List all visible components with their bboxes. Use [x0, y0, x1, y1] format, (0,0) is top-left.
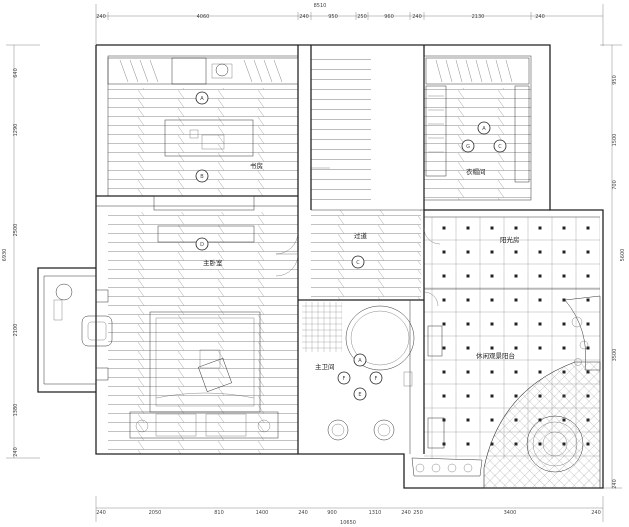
top-dim-5: 250	[357, 14, 367, 20]
svg-text:D: D	[200, 242, 204, 248]
top-dim-7: 240	[412, 14, 422, 20]
bedroom-floor-lower	[108, 304, 298, 454]
svg-text:F: F	[343, 376, 346, 382]
left-dim-6: 240	[13, 447, 19, 457]
room-label-sunroom: 阳光房	[500, 235, 520, 244]
bottom-dimension-chain: 10650 240 2050 810 1400 240 900 1310 240…	[95, 496, 604, 526]
top-dim-9: 240	[535, 14, 545, 20]
top-total-dim: 8510	[314, 3, 327, 9]
top-dim-4: 950	[328, 14, 338, 20]
room-label-bathroom: 主卫间	[315, 362, 335, 371]
bedroom-floor-upper	[108, 212, 298, 304]
bottom-dim-9: 250	[413, 510, 423, 516]
top-dim-3: 240	[299, 14, 309, 20]
top-dim-2: 4060	[197, 14, 210, 20]
right-dim-2: 1500	[612, 134, 618, 147]
view-marker-bathroom: A F F E	[337, 353, 383, 401]
right-dim-4: 3500	[612, 349, 618, 362]
svg-text:A: A	[200, 96, 204, 102]
room-label-terrace: 休闲观景阳台	[476, 351, 515, 360]
bottom-dim-1: 240	[96, 510, 106, 516]
view-marker-dressing: A G C	[461, 121, 507, 153]
svg-text:G: G	[466, 144, 470, 150]
left-dim-2: 1290	[13, 124, 19, 137]
bottom-dim-11: 240	[591, 510, 601, 516]
bottom-dim-3: 810	[214, 510, 224, 516]
stairwell	[311, 56, 371, 206]
corridor-floor	[311, 210, 421, 300]
top-dim-6: 960	[384, 14, 394, 20]
room-label-study: 书房	[250, 161, 263, 170]
doors	[275, 167, 441, 307]
room-label-corridor: 过道	[354, 231, 368, 240]
shower-floor	[302, 302, 342, 352]
left-dim-1: 640	[13, 68, 19, 78]
right-dimension-chain: 5600 950 1500 700 3500 240	[600, 44, 626, 489]
right-dim-5: 240	[612, 479, 618, 489]
bottom-total-dim: 10650	[340, 520, 356, 526]
bottom-dim-8: 240	[401, 510, 411, 516]
bed	[129, 311, 279, 439]
svg-text:F: F	[375, 376, 378, 382]
armchair	[53, 283, 113, 347]
study-desk	[164, 119, 254, 157]
right-total-dim: 5600	[620, 249, 626, 262]
dressing-floor	[424, 88, 531, 200]
sunroom-floor	[424, 217, 600, 289]
terrace-cabinets	[427, 325, 445, 449]
bottom-dim-2: 2050	[149, 510, 162, 516]
room-label-bedroom: 主卧室	[203, 258, 223, 267]
room-label-dressing: 衣帽间	[466, 167, 486, 176]
planters	[411, 295, 601, 477]
walls	[37, 44, 604, 489]
bottom-dim-6: 900	[327, 510, 337, 516]
svg-text:E: E	[358, 392, 361, 398]
study-wardrobe	[107, 57, 299, 85]
bottom-dim-5: 240	[298, 510, 308, 516]
view-marker-study: A B	[195, 91, 209, 183]
terrace-paving	[483, 361, 601, 489]
bottom-dim-10: 3400	[504, 510, 517, 516]
svg-text:C: C	[356, 260, 360, 266]
left-total-dim: 6930	[2, 249, 8, 262]
vanity-sinks	[327, 371, 413, 441]
top-dim-1: 240	[96, 14, 106, 20]
right-dim-1: 950	[612, 75, 618, 85]
bottom-dim-4: 1400	[256, 510, 269, 516]
top-dimension-chain: 8510 240 4060 240 950 250 960 240 2130 2…	[95, 3, 604, 46]
top-dim-8: 2130	[472, 14, 485, 20]
right-dim-3: 700	[612, 180, 618, 190]
svg-text:C: C	[498, 144, 502, 150]
left-dim-4: 2100	[13, 324, 19, 337]
view-marker-corridor: C	[351, 255, 365, 269]
left-dimension-chain: 6930 640 1290 2500 2100 1380 240	[2, 44, 40, 459]
left-dim-5: 1380	[13, 404, 19, 417]
svg-text:A: A	[358, 358, 362, 364]
bathtub	[345, 305, 415, 371]
dressing-wardrobe	[425, 57, 530, 183]
svg-text:A: A	[482, 126, 486, 132]
bottom-dim-7: 1310	[369, 510, 382, 516]
view-marker-bedroom: D	[195, 237, 209, 251]
svg-text:B: B	[200, 174, 204, 180]
left-dim-3: 2500	[13, 224, 19, 237]
